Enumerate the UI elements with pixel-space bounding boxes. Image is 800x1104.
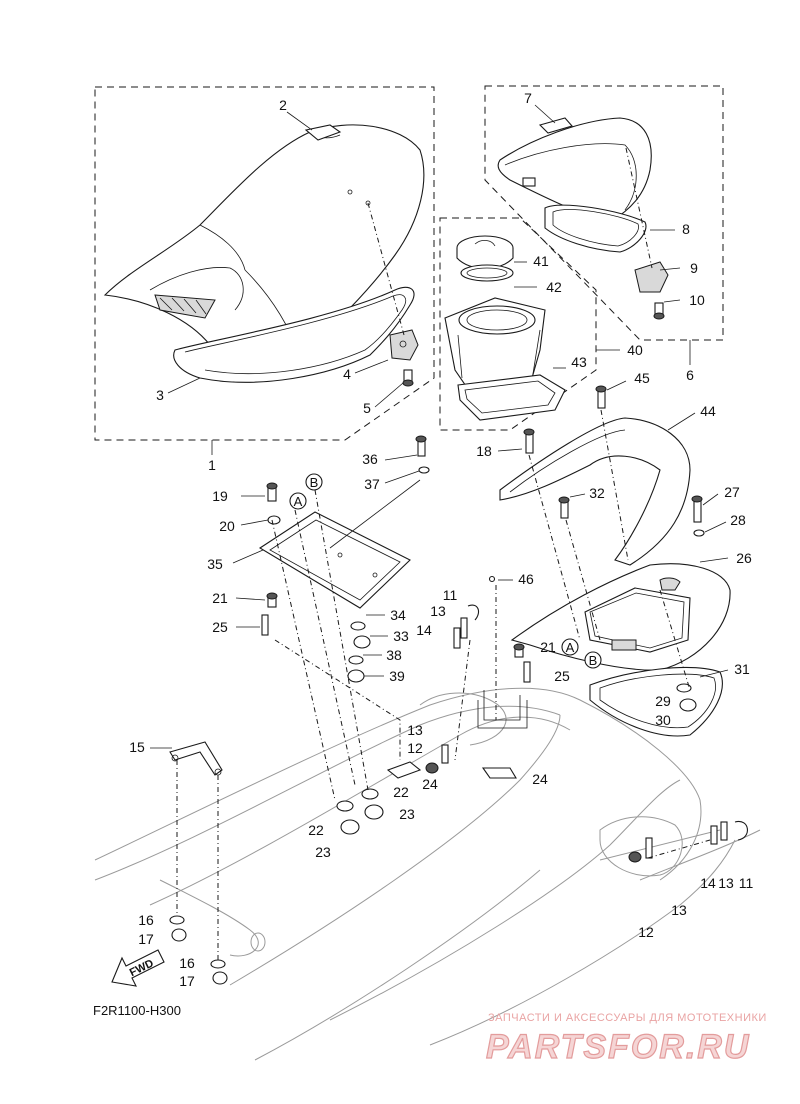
callout-A-top: A (289, 492, 307, 510)
label-44: 44 (700, 403, 716, 419)
label-25-left: 25 (212, 619, 228, 635)
callout-A-deck: A (561, 638, 579, 656)
label-23-left: 23 (315, 844, 331, 860)
label-40: 40 (627, 342, 643, 358)
label-43: 43 (571, 354, 587, 370)
seat-bolt (402, 369, 414, 387)
label-37: 37 (364, 476, 380, 492)
label-14-right: 14 (700, 875, 716, 891)
svg-text:B: B (589, 653, 598, 668)
label-1: 1 (208, 457, 216, 473)
label-25-right: 25 (554, 668, 570, 684)
rear-seat-bolt (653, 302, 665, 320)
label-12-lower: 12 (638, 924, 654, 940)
svg-text:FWD: FWD (128, 957, 156, 979)
label-5: 5 (363, 400, 371, 416)
label-35: 35 (207, 556, 223, 572)
label-17-top: 17 (138, 931, 154, 947)
svg-text:B: B (310, 475, 319, 490)
label-9: 9 (690, 260, 698, 276)
callout-B-top: B (305, 473, 323, 491)
hull-outline (94, 687, 761, 1061)
label-45: 45 (634, 370, 650, 386)
label-24-left: 24 (422, 776, 438, 792)
seat-bracket (389, 329, 419, 361)
storage-cap (456, 235, 514, 269)
assembly-frame-storage (439, 217, 597, 431)
storage-seal (460, 264, 514, 282)
label-29: 29 (655, 693, 671, 709)
label-7: 7 (524, 90, 532, 106)
label-22-left: 22 (308, 822, 324, 838)
label-16-bottom: 16 (179, 955, 195, 971)
label-leaders (150, 104, 729, 749)
label-26: 26 (736, 550, 752, 566)
label-13-right: 13 (718, 875, 734, 891)
label-27: 27 (724, 484, 740, 500)
svg-text:ЗАПЧАСТИ И АКСЕССУАРЫ ДЛЯ МОТО: ЗАПЧАСТИ И АКСЕССУАРЫ ДЛЯ МОТОТЕХНИКИ (488, 1012, 767, 1024)
front-seat (103, 124, 425, 383)
label-42: 42 (546, 279, 562, 295)
part-number-labels: 1 2 3 4 5 6 7 8 9 10 41 42 43 40 45 44 1… (129, 90, 753, 989)
label-36: 36 (362, 451, 378, 467)
label-28: 28 (730, 512, 746, 528)
label-11-top: 11 (443, 587, 458, 603)
label-24-right: 24 (532, 771, 548, 787)
label-3: 3 (156, 387, 164, 403)
assembly-frame-seat (94, 86, 435, 441)
label-13-lower: 13 (671, 902, 687, 918)
diagram-code: F2R1100-H300 (93, 1003, 181, 1018)
label-13-top: 13 (430, 603, 446, 619)
label-22-right: 22 (393, 784, 409, 800)
seat-lock-plate (258, 511, 411, 609)
label-34: 34 (390, 607, 406, 623)
label-14-top: 14 (416, 622, 432, 638)
label-33: 33 (393, 628, 409, 644)
label-46: 46 (518, 571, 534, 587)
label-12-mid: 12 (407, 740, 423, 756)
assembly-frame-rear-seat (484, 85, 724, 341)
label-18: 18 (476, 443, 492, 459)
guide-line (367, 202, 405, 336)
label-2: 2 (279, 97, 287, 113)
label-15: 15 (129, 739, 145, 755)
rear-seat-bracket (634, 261, 669, 293)
label-41: 41 (533, 253, 549, 269)
callout-B-deck: B (584, 651, 602, 669)
label-30: 30 (655, 712, 671, 728)
fasteners (169, 385, 748, 985)
label-6: 6 (686, 367, 694, 383)
svg-text:A: A (566, 640, 575, 655)
storage-box (444, 297, 566, 421)
svg-text:PARTSFOR.RU: PARTSFOR.RU (486, 1028, 750, 1066)
label-17-bottom: 17 (179, 973, 195, 989)
rear-handle (499, 417, 691, 566)
label-32: 32 (589, 485, 605, 501)
label-8: 8 (682, 221, 690, 237)
label-39: 39 (389, 668, 405, 684)
label-38: 38 (386, 647, 402, 663)
label-23-right: 23 (399, 806, 415, 822)
guide-lines (176, 409, 711, 960)
guide-line (625, 147, 653, 269)
label-4: 4 (343, 366, 351, 382)
label-10: 10 (689, 292, 705, 308)
label-21-right: 21 (540, 639, 556, 655)
svg-text:A: A (294, 494, 303, 509)
fwd-arrow-icon: FWD (111, 949, 165, 987)
watermark: ЗАПЧАСТИ И АКСЕССУАРЫ ДЛЯ МОТОТЕХНИКИ PA… (485, 1012, 767, 1067)
rear-deck-mat (589, 667, 723, 737)
rear-seat (497, 117, 652, 253)
label-21-left: 21 (212, 590, 228, 606)
label-13-mid: 13 (407, 722, 423, 738)
label-19: 19 (212, 488, 228, 504)
label-20: 20 (219, 518, 235, 534)
label-31: 31 (734, 661, 750, 677)
label-11-right: 11 (739, 875, 754, 891)
hook-bracket (169, 741, 223, 776)
label-16-top: 16 (138, 912, 154, 928)
